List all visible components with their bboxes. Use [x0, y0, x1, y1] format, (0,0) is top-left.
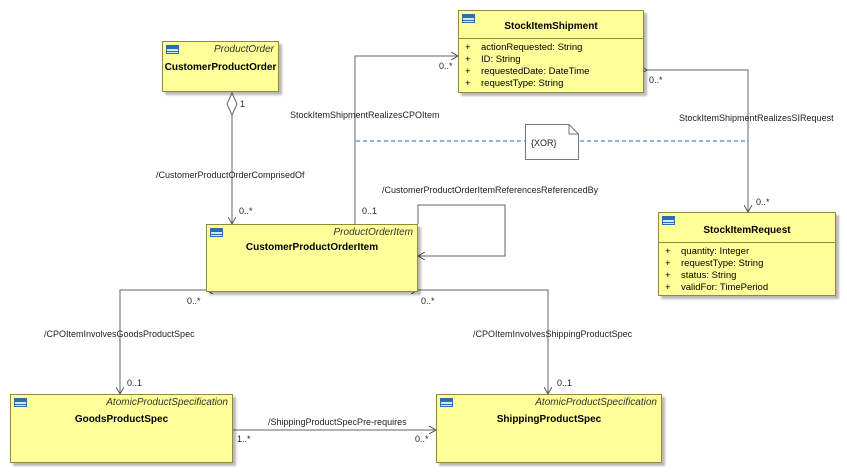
class-icon: [166, 45, 179, 54]
stereotype-label: ProductOrderItem: [333, 227, 413, 238]
xor-note: {XOR}: [525, 124, 579, 160]
multiplicity-label: 1: [240, 99, 246, 109]
multiplicity-label: 0..*: [439, 61, 453, 71]
attribute-row: +requestType: String: [465, 78, 564, 89]
multiplicity-label: 0..*: [187, 296, 201, 306]
class-stock-item-shipment[interactable]: StockItemShipment +actionRequested: Stri…: [458, 10, 644, 93]
assoc-label-realizes-si-request: StockItemShipmentRealizesSIRequest: [679, 113, 834, 123]
stereotype-label: AtomicProductSpecification: [535, 397, 657, 408]
attribute-row: +quantity: Integer: [665, 246, 750, 257]
assoc-label-pre-requires: /ShippingProductSpecPre-requires: [268, 417, 407, 427]
class-name: CustomerProductOrder: [164, 62, 277, 73]
aggregation-diamond: [226, 91, 238, 117]
class-icon: [14, 398, 27, 407]
stereotype-label: ProductOrder: [213, 44, 274, 55]
class-customer-product-order[interactable]: ProductOrder CustomerProductOrder: [162, 41, 279, 92]
class-name: ShippingProductSpec: [496, 414, 602, 425]
multiplicity-label: 0..1: [127, 378, 143, 388]
association-line-involves-shipping: [418, 290, 548, 394]
class-name: CustomerProductOrderItem: [245, 242, 379, 253]
attribute-list: +actionRequested: String +ID: String +re…: [459, 38, 643, 90]
class-goods-product-spec[interactable]: AtomicProductSpecification GoodsProductS…: [10, 394, 233, 463]
class-shipping-product-spec[interactable]: AtomicProductSpecification ShippingProdu…: [436, 394, 662, 463]
class-icon: [462, 14, 475, 23]
assoc-label-realizes-cpo-item: StockItemShipmentRealizesCPOItem: [290, 110, 440, 120]
multiplicity-label: 0..*: [756, 197, 770, 207]
class-icon: [210, 228, 223, 237]
class-name: StockItemRequest: [703, 225, 791, 236]
multiplicity-label: 0..1: [362, 206, 378, 216]
association-line-involves-goods: [120, 290, 206, 394]
association-line-self: [418, 204, 506, 256]
attribute-row: +requestType: String: [665, 258, 764, 269]
stereotype-label: AtomicProductSpecification: [106, 397, 228, 408]
assoc-label-involves-shipping: /CPOItemInvolvesShippingProductSpec: [473, 329, 633, 339]
xor-note-text: {XOR}: [531, 138, 557, 148]
class-icon: [440, 398, 453, 407]
assoc-label-comprised-of: /CustomerProductOrderComprisedOf: [156, 170, 305, 180]
assoc-label-involves-goods: /CPOItemInvolvesGoodsProductSpec: [44, 329, 195, 339]
multiplicity-label: 0..*: [415, 434, 429, 444]
class-stock-item-request[interactable]: StockItemRequest +quantity: Integer +req…: [658, 212, 836, 296]
multiplicity-label: 1..*: [237, 434, 251, 444]
multiplicity-label: 0..1: [557, 378, 573, 388]
multiplicity-label: 0..*: [649, 75, 663, 85]
multiplicity-label: 0..*: [421, 296, 435, 306]
attribute-row: +validFor: TimePeriod: [665, 282, 769, 293]
attribute-row: +ID: String: [465, 54, 521, 65]
class-name: StockItemShipment: [504, 21, 598, 32]
class-name: GoodsProductSpec: [74, 414, 169, 425]
attribute-row: +requestedDate: DateTime: [465, 66, 590, 77]
attribute-row: +status: String: [665, 270, 737, 281]
assoc-label-references-referenced-by: /CustomerProductOrderItemReferencesRefer…: [382, 185, 599, 195]
association-line-realizes-cpo-item: [355, 56, 458, 224]
class-icon: [662, 216, 675, 225]
attribute-list: +quantity: Integer +requestType: String …: [659, 242, 835, 294]
class-customer-product-order-item[interactable]: ProductOrderItem CustomerProductOrderIte…: [206, 224, 418, 292]
attribute-row: +actionRequested: String: [465, 42, 583, 53]
multiplicity-label: 0..*: [239, 206, 253, 216]
association-line-realizes-si-request: [647, 70, 748, 212]
